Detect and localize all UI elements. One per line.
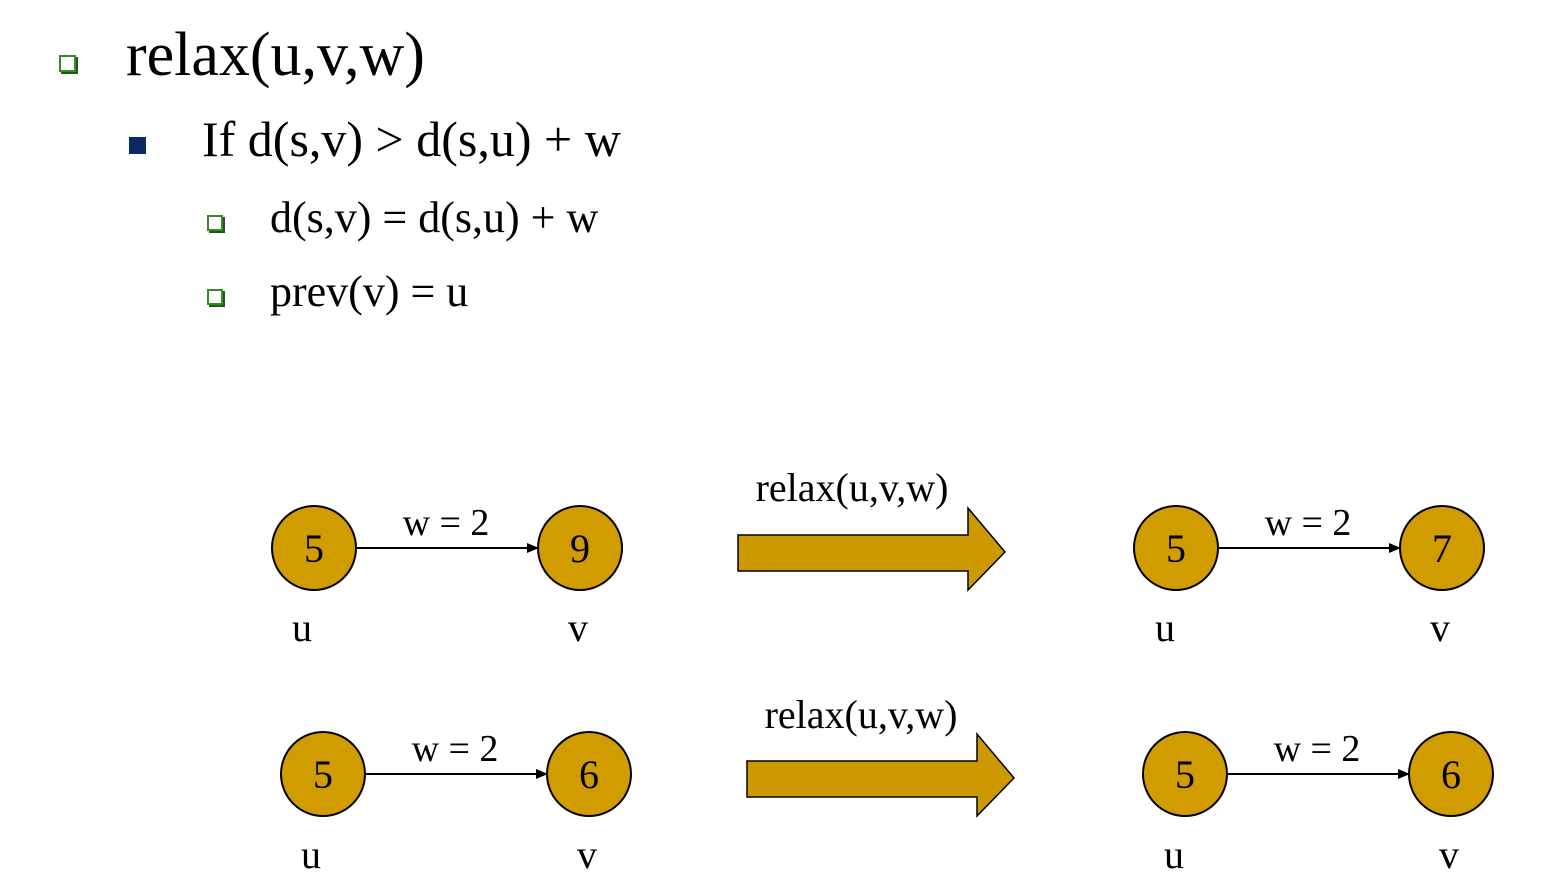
node-v-value: 9 <box>570 526 590 571</box>
node-u <box>271 505 357 591</box>
example-1-before: w = 2 5 9 u v <box>271 502 623 650</box>
node-v-label: v <box>577 832 597 877</box>
example-2-after: w = 2 5 6 u v <box>1142 728 1494 877</box>
node-u-label: u <box>301 832 321 877</box>
node-u <box>1133 505 1219 591</box>
edge-weight-label: w = 2 <box>412 728 499 770</box>
bullet-level2: If d(s,v) > d(s,u) + w <box>202 111 621 167</box>
bullet-marker-hollow <box>59 55 76 72</box>
operation-label: relax(u,v,w) <box>756 465 949 510</box>
bullet-level3-item: prev(v) = u <box>270 267 469 316</box>
operation-label: relax(u,v,w) <box>765 692 958 737</box>
node-u-label: u <box>1164 832 1184 877</box>
example-2-before: w = 2 5 6 u v <box>280 728 632 877</box>
node-v <box>546 731 632 817</box>
node-v-value: 6 <box>1441 752 1461 797</box>
bullet-level1: relax(u,v,w) <box>126 21 425 89</box>
node-u <box>280 731 366 817</box>
node-v <box>1408 731 1494 817</box>
example-2-operation: relax(u,v,w) <box>746 692 1016 818</box>
node-v-label: v <box>1430 605 1450 650</box>
node-u-value: 5 <box>1175 752 1195 797</box>
node-u-label: u <box>292 605 312 650</box>
bullet-marker-hollow <box>207 289 223 305</box>
node-u-value: 5 <box>313 752 333 797</box>
node-v <box>1399 505 1485 591</box>
node-u-value: 5 <box>1166 526 1186 571</box>
node-v-label: v <box>568 605 588 650</box>
block-arrow <box>746 731 1016 818</box>
edge-weight-label: w = 2 <box>403 502 490 544</box>
bullet-level3-item: d(s,v) = d(s,u) + w <box>270 193 599 242</box>
block-arrow <box>737 505 1007 592</box>
node-v <box>537 505 623 591</box>
node-v-value: 7 <box>1432 526 1452 571</box>
node-u-label: u <box>1155 605 1175 650</box>
example-1-operation: relax(u,v,w) <box>737 465 1007 592</box>
node-v-label: v <box>1439 832 1459 877</box>
node-v-value: 6 <box>579 752 599 797</box>
node-u-value: 5 <box>304 526 324 571</box>
node-u <box>1142 731 1228 817</box>
edge-weight-label: w = 2 <box>1274 728 1361 770</box>
bullet-marker-solid <box>129 137 146 154</box>
bullet-marker-hollow <box>207 215 223 231</box>
edge-weight-label: w = 2 <box>1265 502 1352 544</box>
example-1-after: w = 2 5 7 u v <box>1133 502 1485 650</box>
